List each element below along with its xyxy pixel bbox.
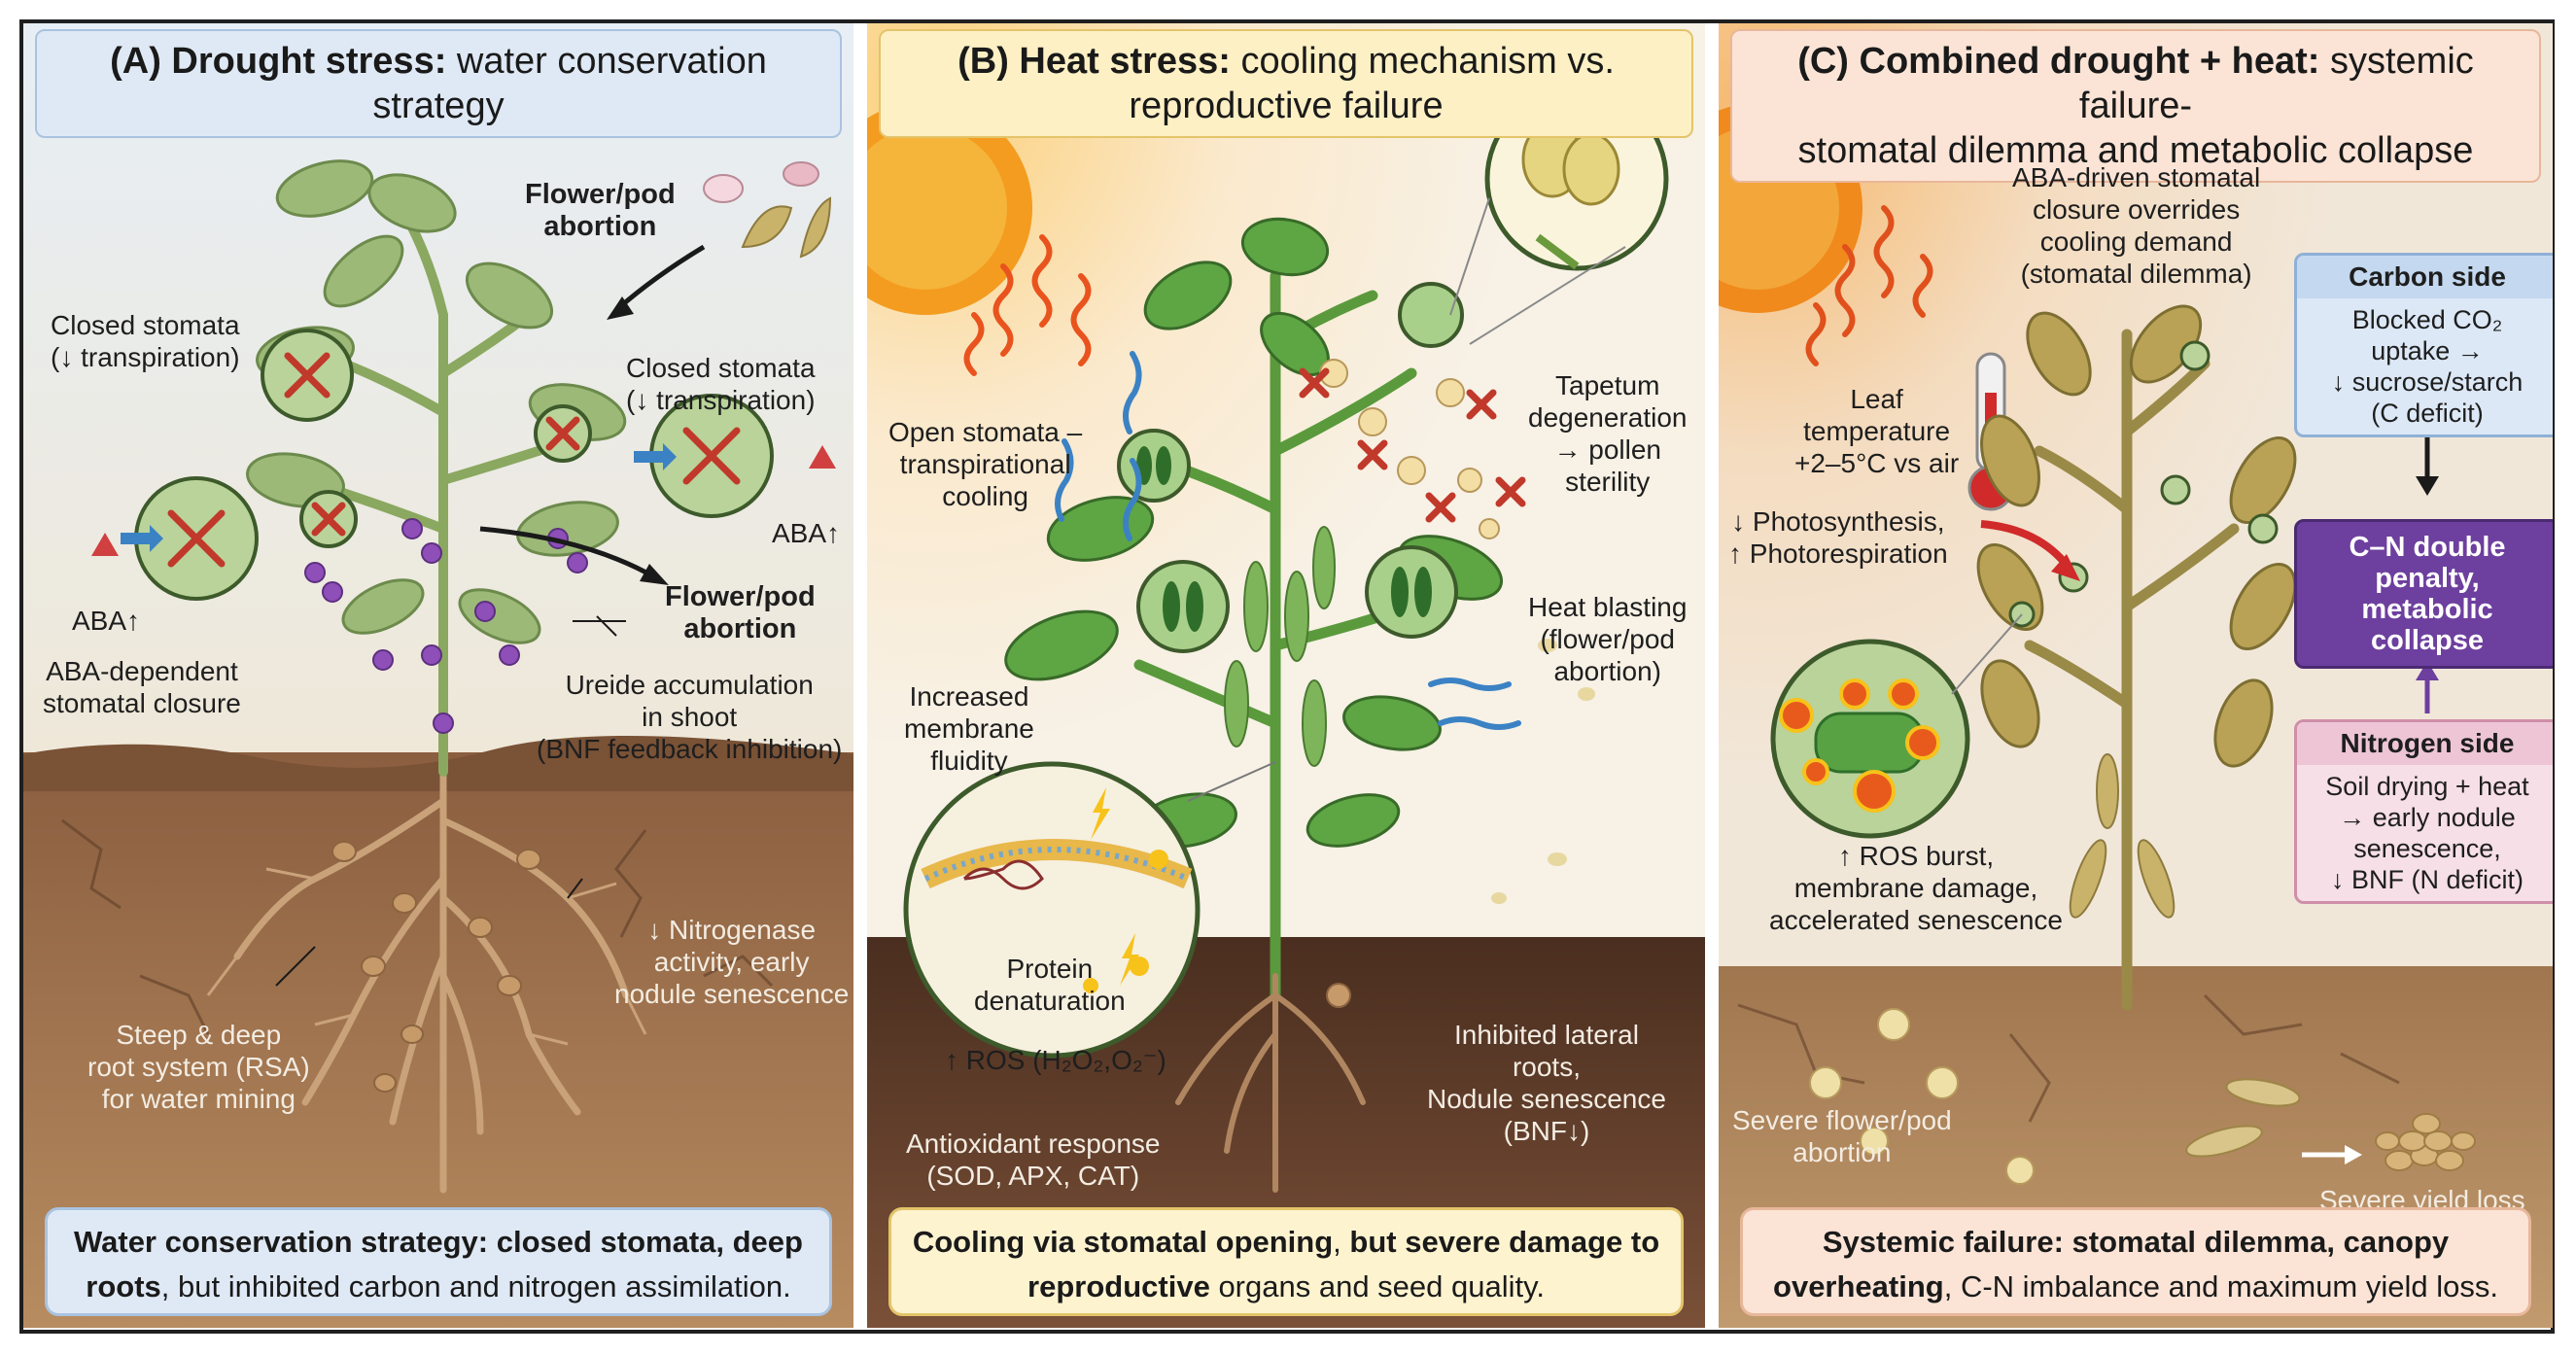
carbon-side-title: Carbon side: [2297, 256, 2553, 298]
label-ros-burst: ↑ ROS burst, membrane damage, accelerate…: [1769, 841, 2063, 935]
carbon-side-box: Carbon side Blocked CO₂ uptake → ↓ sucro…: [2294, 253, 2553, 437]
label-closed-stomata-right: Closed stomata (↓ transpiration): [626, 353, 816, 415]
panel-a-title: (A) Drought stress: water conservation s…: [35, 29, 842, 138]
label-aba-left: ABA↑: [72, 606, 141, 636]
label-ureide-accumulation: Ureide accumulation in shoot (BNF feedba…: [537, 670, 843, 764]
label-nitrogenase: ↓ Nitrogenase activity, early nodule sen…: [614, 915, 850, 1009]
label-flower-pod-abortion-mid: Flower/pod abortion: [665, 581, 816, 644]
label-open-stomata: Open stomata – transpirational cooling: [888, 417, 1083, 511]
label-aba-right: ABA↑: [772, 518, 841, 548]
cn-double-penalty-text: C–N double penalty, metabolic collapse: [2349, 532, 2506, 656]
label-aba-dependent-closure: ABA-dependent stomatal closure: [43, 656, 241, 718]
label-inhibited-lateral-roots: Inhibited lateral roots, Nodule senescen…: [1427, 1020, 1666, 1146]
cn-double-penalty-box: C–N double penalty, metabolic collapse: [2294, 519, 2553, 669]
label-ros: ↑ ROS (H₂O₂,O₂⁻): [945, 1045, 1166, 1075]
label-flower-pod-abortion-top: Flower/pod abortion: [525, 179, 676, 242]
label-root-system: Steep & deep root system (RSA) for water…: [87, 1020, 310, 1114]
panel-a-summary: Water conservation strategy: closed stom…: [45, 1207, 832, 1316]
nitrogen-side-box: Nitrogen side Soil drying + heat → early…: [2294, 719, 2553, 904]
label-antioxidant-response: Antioxidant response (SOD, APX, CAT): [906, 1129, 1161, 1191]
panel-c-summary: Systemic failure: stomatal dilemma, cano…: [1740, 1207, 2531, 1316]
label-leaf-temperature: Leaf temperature +2–5°C vs air: [1794, 384, 1960, 478]
carbon-side-text: Blocked CO₂ uptake → ↓ sucrose/starch (C…: [2331, 305, 2524, 428]
label-tapetum: Tapetum degeneration → pollen sterility: [1528, 370, 1688, 497]
panel-combined: (C) Combined drought + heat: systemic fa…: [1719, 23, 2553, 1328]
panel-heat: (B) Heat stress: cooling mechanism vs. r…: [867, 23, 1705, 1328]
panel-drought: (A) Drought stress: water conservation s…: [23, 23, 853, 1328]
label-membrane-fluidity: Increased membrane fluidity: [904, 681, 1034, 776]
panel-b-summary: Cooling via stomatal opening, but severe…: [888, 1207, 1684, 1316]
nitrogen-side-text: Soil drying + heat → early nodule senesc…: [2325, 772, 2529, 894]
nitrogen-side-title: Nitrogen side: [2297, 722, 2553, 765]
panel-b-title: (B) Heat stress: cooling mechanism vs. r…: [879, 29, 1693, 138]
label-photosynthesis: ↓ Photosynthesis, ↑ Photorespiration: [1728, 506, 1948, 569]
panel-c-title: (C) Combined drought + heat: systemic fa…: [1730, 29, 2541, 183]
label-protein-denaturation: Protein denaturation: [974, 954, 1126, 1016]
label-heat-blasting: Heat blasting (flower/pod abortion): [1528, 592, 1688, 686]
label-closed-stomata-left: Closed stomata (↓ transpiration): [51, 310, 240, 372]
label-aba-driven-closure: ABA-driven stomatal closure overrides co…: [2012, 162, 2261, 289]
label-severe-flower-pod-abortion: Severe flower/pod abortion: [1732, 1105, 1952, 1167]
